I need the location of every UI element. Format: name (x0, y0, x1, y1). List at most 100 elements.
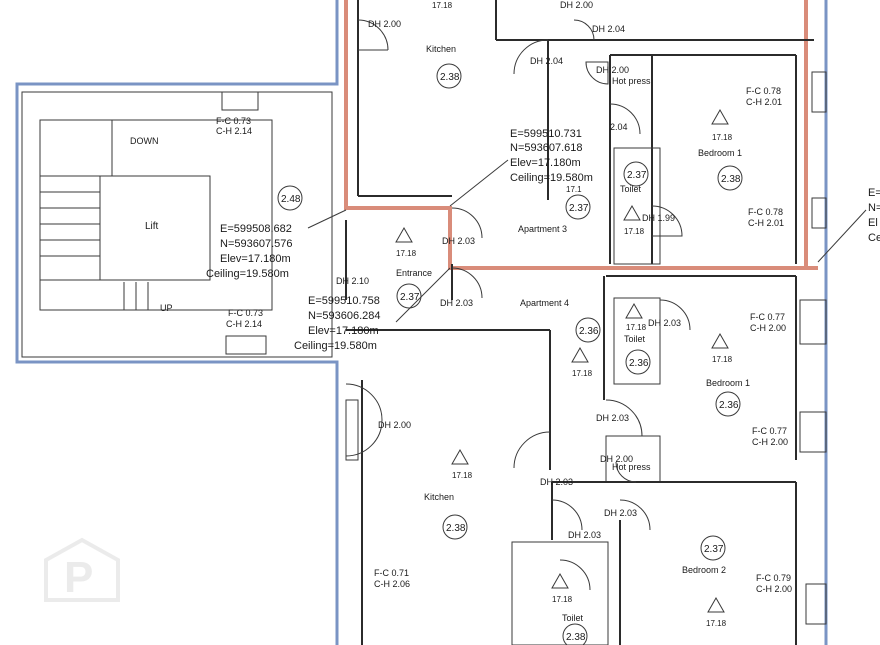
svg-text:E=599508.682: E=599508.682 (220, 223, 292, 235)
svg-text:2.38: 2.38 (446, 523, 466, 534)
svg-text:DH 2.10: DH 2.10 (336, 276, 369, 286)
level-triangle-icon: 17.18 (432, 1, 453, 10)
svg-text:Ceiling=19.580m: Ceiling=19.580m (206, 268, 289, 280)
svg-text:2.38: 2.38 (721, 174, 741, 185)
door-height-labels: DH 2.00 DH 2.00 DH 2.04 DH 2.04 DH 2.00 … (336, 0, 681, 540)
svg-text:DH 2.03: DH 2.03 (442, 236, 475, 246)
ceiling-height-toilet-bottom: 2.38 (562, 623, 588, 645)
svg-text:17.18: 17.18 (432, 1, 453, 10)
svg-text:E=599510.758: E=599510.758 (308, 295, 380, 307)
interior-walls (345, 0, 814, 645)
ceiling-height-apartment-4: 2.36 (575, 317, 601, 343)
survey-point-2: E=599508.682 N=593607.576 Elev=17.180m C… (206, 223, 292, 280)
ceiling-height-entrance: 2.37 (396, 283, 422, 309)
svg-text:C-H 2.01: C-H 2.01 (748, 218, 784, 228)
svg-text:17.18: 17.18 (712, 355, 733, 364)
room-label-bedroom1-bottom: Bedroom 1 (706, 378, 750, 388)
svg-text:C-H 2.00: C-H 2.00 (750, 323, 786, 333)
survey-point-3: E=599510.758 N=593606.284 Elev=17.180m C… (294, 295, 380, 352)
svg-text:Ceiling=19.580m: Ceiling=19.580m (510, 172, 593, 184)
svg-text:2.37: 2.37 (569, 203, 589, 214)
room-label-bedroom-2: Bedroom 2 (682, 565, 726, 575)
room-label-bedroom1-top: Bedroom 1 (698, 148, 742, 158)
svg-text:DH 2.03: DH 2.03 (596, 413, 629, 423)
svg-text:2.37: 2.37 (704, 544, 724, 555)
facade-windows (345, 71, 827, 625)
svg-text:17.1: 17.1 (566, 185, 582, 194)
svg-text:DH 1.99: DH 1.99 (642, 213, 675, 223)
svg-text:F-C 0.77: F-C 0.77 (752, 426, 787, 436)
svg-text:2.37: 2.37 (400, 292, 420, 303)
svg-text:C-H 2.14: C-H 2.14 (216, 126, 252, 136)
stair-treads (40, 120, 149, 310)
svg-text:E=: E= (868, 187, 880, 199)
ceiling-height-bedroom1-top: 2.38 (717, 165, 743, 191)
level-triangle-icon: 17.18 (706, 596, 727, 628)
room-label-kitchen-top: Kitchen (426, 44, 456, 54)
svg-text:F-C 0.73: F-C 0.73 (216, 116, 251, 126)
svg-text:P: P (64, 553, 93, 602)
svg-text:Elev=17.180m: Elev=17.180m (220, 253, 291, 265)
svg-text:17.18: 17.18 (624, 227, 645, 236)
svg-text:F-C 0.71: F-C 0.71 (374, 568, 409, 578)
svg-text:2.36: 2.36 (719, 400, 739, 411)
svg-text:2.04: 2.04 (610, 122, 628, 132)
svg-text:DH 2.00: DH 2.00 (560, 0, 593, 10)
room-label-hot-press-top: Hot press (612, 76, 651, 86)
level-triangle-icon: 17.18 (711, 108, 733, 142)
survey-point-1: E=599510.731 N=593607.618 Elev=17.180m C… (510, 128, 593, 184)
lift-stair-block: DOWN UP Lift (39, 91, 273, 355)
svg-text:17.18: 17.18 (452, 471, 473, 480)
svg-text:Ceiling=19.580m: Ceiling=19.580m (294, 340, 377, 352)
level-triangle-icon: 17.18 (451, 448, 473, 480)
svg-text:C-H 2.06: C-H 2.06 (374, 579, 410, 589)
window-sill-labels: F-C 0.73 C-H 2.14 F-C 0.73 C-H 2.14 F-C … (216, 86, 792, 594)
svg-text:F-C 0.73: F-C 0.73 (228, 308, 263, 318)
window-icon (811, 71, 827, 113)
level-triangle-icon: 17.18 (395, 226, 417, 258)
svg-text:DH 2.03: DH 2.03 (440, 298, 473, 308)
svg-text:F-C 0.79: F-C 0.79 (756, 573, 791, 583)
svg-text:2.38: 2.38 (440, 72, 460, 83)
window-icon (221, 91, 259, 111)
ceiling-height-kitchen-bottom: 2.38 (442, 514, 468, 540)
survey-point-4: E= N= El Ce (868, 187, 880, 244)
svg-text:C-H 2.00: C-H 2.00 (756, 584, 792, 594)
svg-text:N=593606.284: N=593606.284 (308, 310, 380, 322)
svg-text:Ce: Ce (868, 232, 880, 244)
level-triangle-icon: 17.18 (711, 332, 733, 364)
svg-text:DH 2.03: DH 2.03 (648, 318, 681, 328)
svg-text:17.18: 17.18 (706, 619, 727, 628)
ceiling-height-apartment-3: 2.37 (565, 194, 591, 220)
window-icon (799, 299, 827, 345)
level-triangle-icon: 17.18 (551, 572, 573, 604)
level-triangle-icon: 17.18 (571, 346, 593, 378)
svg-text:2.48: 2.48 (281, 194, 301, 205)
svg-text:El: El (868, 217, 878, 229)
room-label-hot-press-bottom: Hot press (612, 462, 651, 472)
svg-text:C-H 2.14: C-H 2.14 (226, 319, 262, 329)
ceiling-height-kitchen-top: 2.38 (436, 63, 462, 89)
svg-text:DH 2.04: DH 2.04 (530, 56, 563, 66)
svg-text:17.18: 17.18 (712, 133, 733, 142)
window-icon (805, 583, 827, 625)
svg-text:DH 2.04: DH 2.04 (592, 24, 625, 34)
ceiling-height-markers: 2.38 2.38 2.37 2.37 2.48 2.37 2.36 2.36 … (277, 63, 743, 645)
door-swings (345, 19, 691, 591)
survey-leaders (307, 159, 867, 323)
window-icon (811, 197, 827, 229)
window-icon (345, 399, 359, 461)
level-triangle-icon: 17.1 (566, 185, 582, 194)
svg-text:Elev=17.180m: Elev=17.180m (308, 325, 379, 337)
room-label-toilet-top: Toilet (620, 184, 642, 194)
window-icon (799, 411, 827, 453)
property-logo-icon: P (44, 537, 120, 602)
svg-text:N=: N= (868, 202, 880, 214)
svg-text:E=599510.731: E=599510.731 (510, 128, 582, 140)
svg-text:2.36: 2.36 (579, 326, 599, 337)
ceiling-height-bedroom1-bottom: 2.36 (715, 391, 741, 417)
svg-text:17.18: 17.18 (626, 323, 647, 332)
svg-text:17.18: 17.18 (396, 249, 417, 258)
apartment-3-boundary (344, 0, 818, 270)
